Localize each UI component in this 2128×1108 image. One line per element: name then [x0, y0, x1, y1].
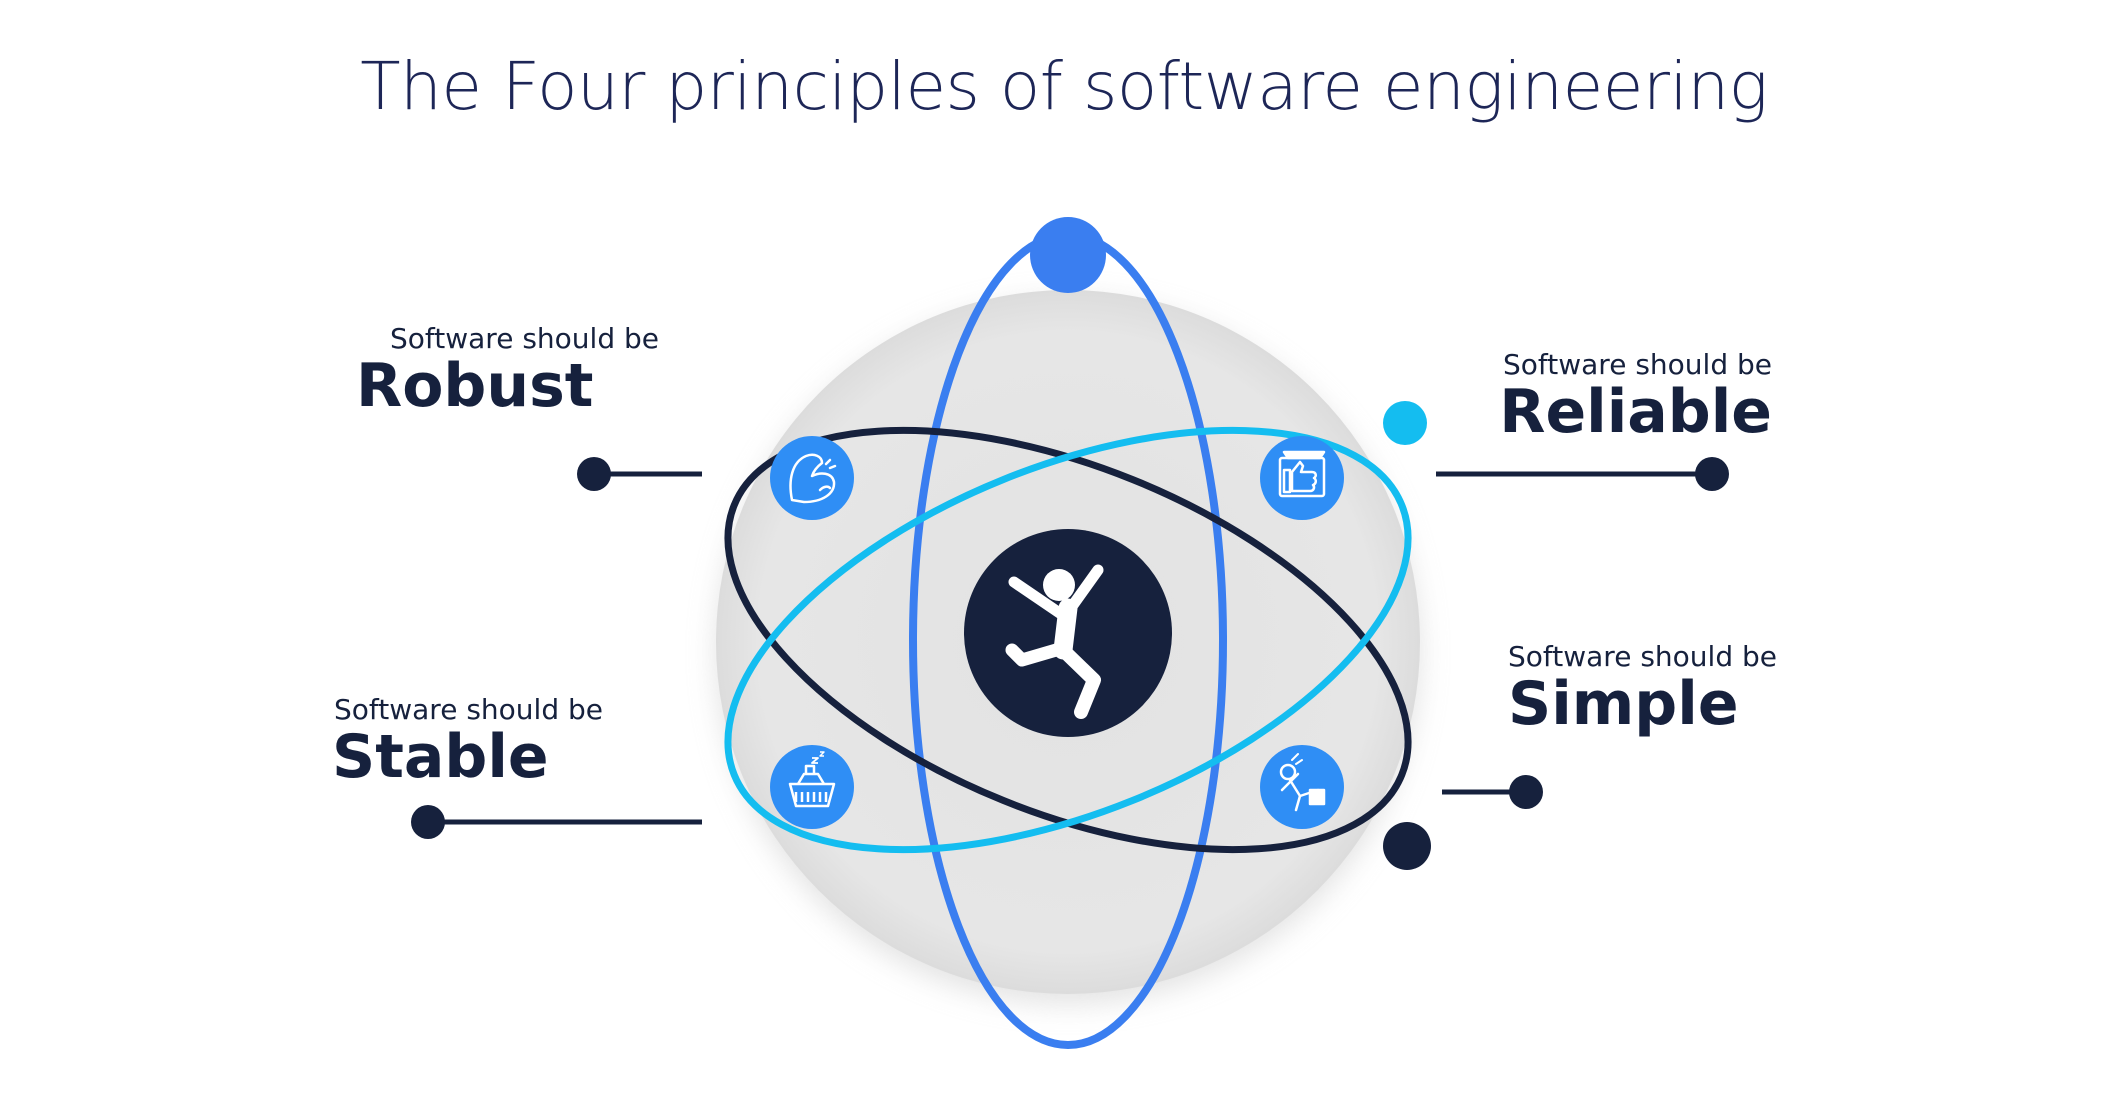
simple-word: Simple	[1508, 669, 1739, 739]
jumping-person-icon	[1005, 564, 1104, 719]
reliable-connector	[1436, 457, 1729, 491]
robust-prefix: Software should be	[390, 322, 659, 355]
reliable-prefix: Software should be	[1503, 348, 1772, 381]
simple-icon-badge	[1260, 745, 1344, 829]
electron-blue	[1030, 217, 1106, 293]
robust-word: Robust	[356, 351, 594, 421]
simple-prefix: Software should be	[1508, 640, 1777, 673]
robust-icon-badge	[770, 436, 854, 520]
stable-connector	[411, 805, 702, 839]
relaxing-person-icon	[1279, 753, 1326, 812]
orbit-cyan	[724, 426, 1412, 854]
ship-sleeping-icon	[788, 751, 836, 808]
stable-word: Stable	[332, 722, 549, 792]
simple-connector	[1442, 775, 1543, 809]
principle-robust: Software should be Robust	[356, 322, 659, 418]
electron-cyan	[1383, 401, 1427, 445]
stable-icon-badge	[770, 745, 854, 829]
robust-connector	[577, 457, 702, 491]
stable-prefix: Software should be	[334, 693, 603, 726]
reliable-icon-badge	[1260, 436, 1344, 520]
principle-stable: Software should be Stable	[332, 693, 603, 792]
principle-reliable: Software should be Reliable	[1499, 348, 1772, 444]
orbit-dark	[724, 426, 1412, 854]
thumbs-up-icon	[1278, 450, 1326, 498]
flexed-arm-icon	[789, 453, 837, 504]
reliable-word: Reliable	[1499, 377, 1772, 447]
principle-simple: Software should be Simple	[1508, 640, 1777, 736]
electron-navy	[1383, 822, 1431, 870]
nucleus	[964, 529, 1172, 737]
page-title: The Four principles of software engineer…	[360, 48, 1768, 125]
